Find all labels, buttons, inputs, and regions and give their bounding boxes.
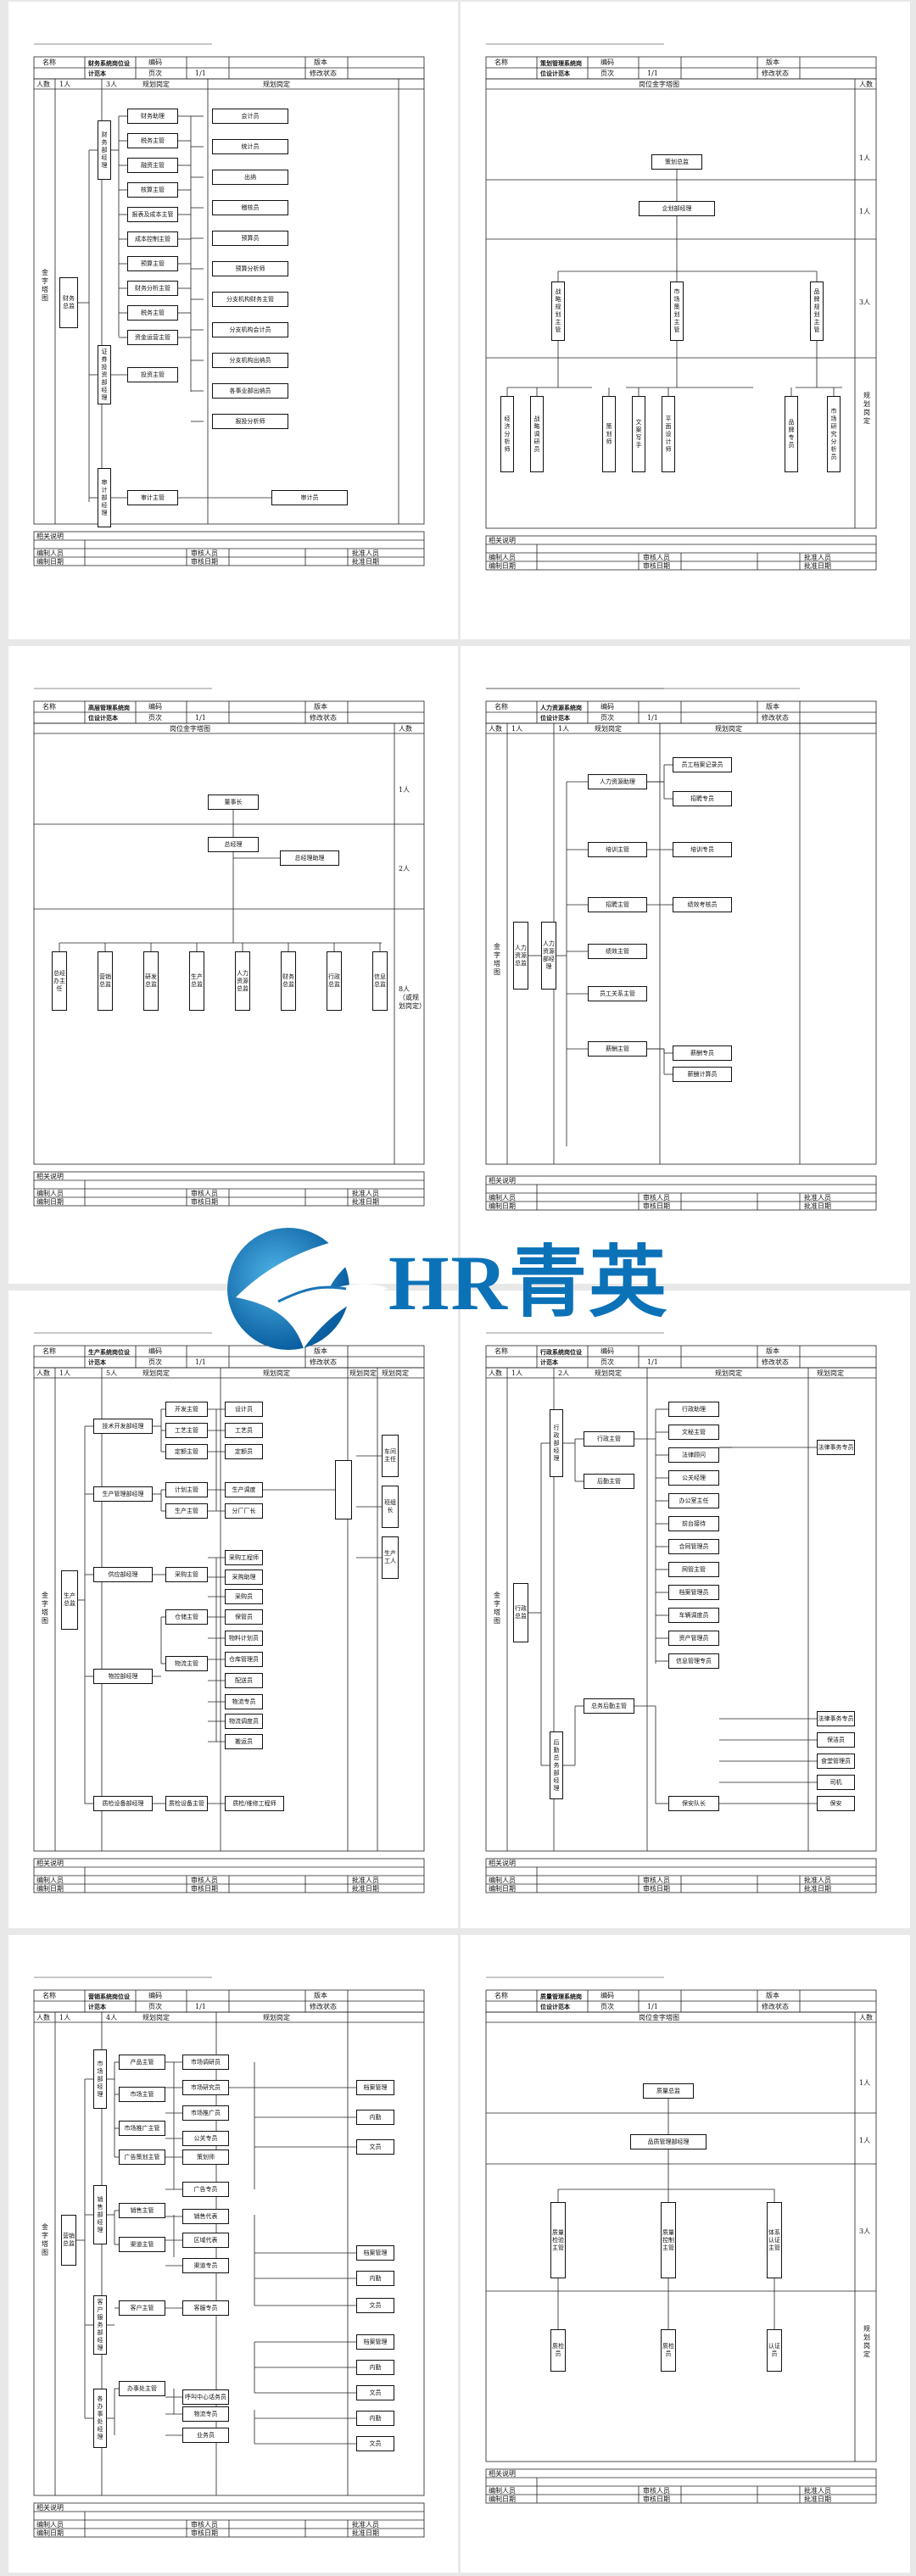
- table-frame: [33, 722, 425, 1165]
- table-frame: [485, 2011, 877, 2462]
- table-frame: [485, 78, 877, 529]
- table-frame: [485, 722, 877, 1165]
- table-frame: [485, 1367, 877, 1852]
- table-frame: [33, 2011, 425, 2496]
- table-frame: [33, 1367, 425, 1852]
- table-frame: [33, 78, 425, 525]
